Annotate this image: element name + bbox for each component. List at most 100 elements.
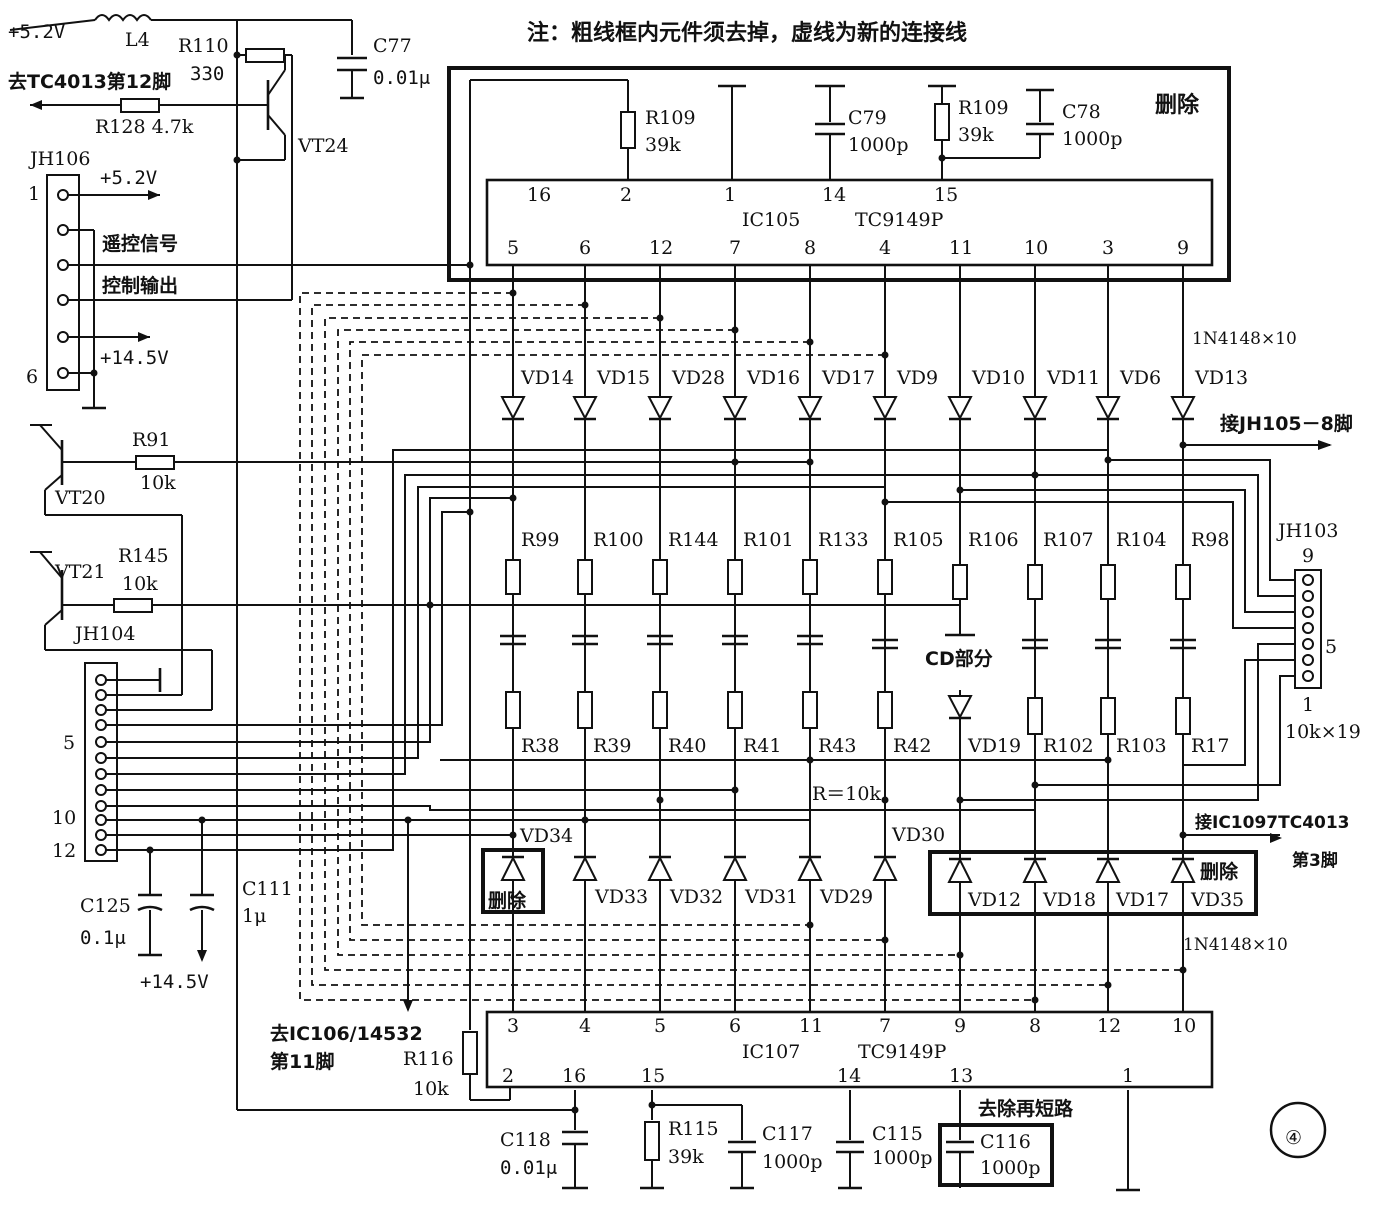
ic105-body — [485, 178, 1214, 267]
label-r115-val: 39k — [668, 1146, 704, 1168]
bottom-diode-label: VD29 — [819, 886, 873, 908]
label-l4: L4 — [125, 29, 150, 51]
label-c117-val: 1000p — [762, 1151, 823, 1173]
bottom-diode-label: VD35 — [1190, 889, 1244, 911]
label-r-eq: R＝10k — [812, 783, 881, 805]
label-diodes-top: 1N4148×10 — [1192, 329, 1297, 349]
ic105-bottom-pin: 6 — [579, 237, 591, 259]
ic107-top-pin: 6 — [729, 1015, 741, 1037]
label-c79: C79 — [848, 107, 887, 129]
label-jh106-52: +5.2V — [100, 167, 157, 189]
upper-resistor-label: R98 — [1191, 529, 1229, 551]
top-diode-label: VD14 — [520, 367, 574, 389]
lower-resistor-label: R41 — [743, 735, 781, 757]
top-diode-label: VD15 — [596, 367, 650, 389]
label-c117: C117 — [762, 1123, 813, 1145]
ic105-top-pin: 16 — [527, 184, 551, 206]
ic107-top-pin: 10 — [1172, 1015, 1196, 1037]
top-diode-label: VD16 — [746, 367, 800, 389]
upper-resistor-label: R133 — [818, 529, 869, 551]
label-to-jh105: 接JH105－8脚 — [1220, 413, 1353, 435]
bottom-diode-label: VD32 — [669, 886, 723, 908]
bottom-diode-label: VD18 — [1042, 889, 1096, 911]
label-remote-signal: 遥控信号 — [102, 232, 178, 255]
jh104-pins — [95, 674, 107, 856]
top-diodes — [500, 396, 1196, 421]
upper-resistor-label: R100 — [593, 529, 644, 551]
label-r109b-val: 39k — [958, 124, 994, 146]
delete-box-vd34 — [481, 848, 545, 914]
label-r91: R91 — [132, 429, 170, 451]
lower-resistor-label: R102 — [1043, 735, 1094, 757]
label-c115-val: 1000p — [872, 1147, 933, 1169]
label-vt20: VT20 — [54, 487, 106, 509]
top-diode-label: VD9 — [896, 367, 938, 389]
label-jh103-p1: 1 — [1302, 694, 1314, 716]
label-diodes-bottom: 1N4148×10 — [1183, 935, 1288, 955]
label-vd34: VD34 — [519, 825, 573, 847]
ic105-bottom-pin: 7 — [729, 237, 741, 259]
ic107-bottom-pin: 16 — [562, 1065, 586, 1087]
label-jh106: JH106 — [28, 148, 90, 170]
lower-resistor-label: R43 — [818, 735, 856, 757]
column-capacitors — [500, 634, 1196, 650]
upper-resistor-label: R101 — [743, 529, 794, 551]
label-c78: C78 — [1062, 101, 1101, 123]
ic105-bottom-pin: 9 — [1177, 237, 1189, 259]
label-c125: C125 — [80, 895, 131, 917]
label-jh103: JH103 — [1276, 520, 1338, 542]
lower-resistor-label: R38 — [521, 735, 559, 757]
label-delete-top: 删除 — [1155, 92, 1200, 118]
ic107-top-pin: 9 — [954, 1015, 966, 1037]
top-diode-label: VD28 — [671, 367, 725, 389]
junction-dots — [90, 51, 1187, 1114]
label-cd-part: CD部分 — [925, 647, 993, 670]
label-r91-val: 10k — [140, 472, 176, 494]
resistors — [113, 48, 1191, 1161]
label-jh104-p12: 12 — [52, 840, 76, 862]
ic107-bottom-pin: 14 — [837, 1065, 861, 1087]
ic105-bottom-pin: 5 — [507, 237, 519, 259]
figure-circle — [1269, 1101, 1327, 1159]
label-c77-val: 0.01μ — [373, 67, 430, 89]
ic107-body — [485, 1010, 1214, 1089]
label-delete-vd34: 删除 — [488, 889, 527, 912]
label-jh103-p5: 5 — [1325, 636, 1337, 658]
label-control-output: 控制输出 — [102, 274, 178, 297]
label-to-ic106: 去IC106/14532 — [270, 1022, 423, 1045]
label-vt24: VT24 — [297, 135, 349, 157]
ic107-bottom-pin: 2 — [502, 1065, 514, 1087]
ic105-top-pin: 1 — [724, 184, 736, 206]
label-pin11: 第11脚 — [270, 1050, 334, 1073]
delete-box-ic105 — [447, 66, 1231, 282]
upper-resistor-label: R99 — [521, 529, 559, 551]
label-c116: C116 — [980, 1131, 1031, 1153]
label-r116-val: 10k — [413, 1078, 449, 1100]
label-jh104: JH104 — [73, 623, 135, 645]
ic107-bottom-pin: 1 — [1122, 1065, 1134, 1087]
ic105-bottom-pin: 11 — [949, 237, 973, 259]
label-res-note: 10k×19 — [1285, 721, 1361, 743]
dashed-new-connections — [299, 292, 1183, 1001]
label-v145-bottom: +14.5V — [140, 971, 209, 993]
text-labels: 注：粗线框内元件须去掉，虚线为新的连接线 ④ +5.2V L4 R110 330… — [8, 20, 1361, 1179]
ic105-bottom-pin: 4 — [879, 237, 891, 259]
ic107-top-pin: 4 — [579, 1015, 591, 1037]
label-r110-val: 330 — [190, 63, 224, 85]
ic107-top-pin: 7 — [879, 1015, 891, 1037]
ic107-bottom-pin: 13 — [949, 1065, 973, 1087]
label-r145-val: 10k — [122, 573, 158, 595]
bottom-diode-label: VD31 — [744, 886, 798, 908]
upper-resistor-label: R107 — [1043, 529, 1094, 551]
label-vd19: VD19 — [967, 735, 1021, 757]
label-c115: C115 — [872, 1123, 923, 1145]
lower-resistor-label: R40 — [668, 735, 706, 757]
figure-number: ④ — [1285, 1127, 1302, 1149]
ic105-top-pin: 2 — [620, 184, 632, 206]
ic107-top-pin: 11 — [799, 1015, 823, 1037]
ic107-top-pin: 5 — [654, 1015, 666, 1037]
bottom-diode-label: VD12 — [967, 889, 1021, 911]
top-diode-label: VD11 — [1046, 367, 1100, 389]
ic105-bottom-pin: 3 — [1102, 237, 1114, 259]
